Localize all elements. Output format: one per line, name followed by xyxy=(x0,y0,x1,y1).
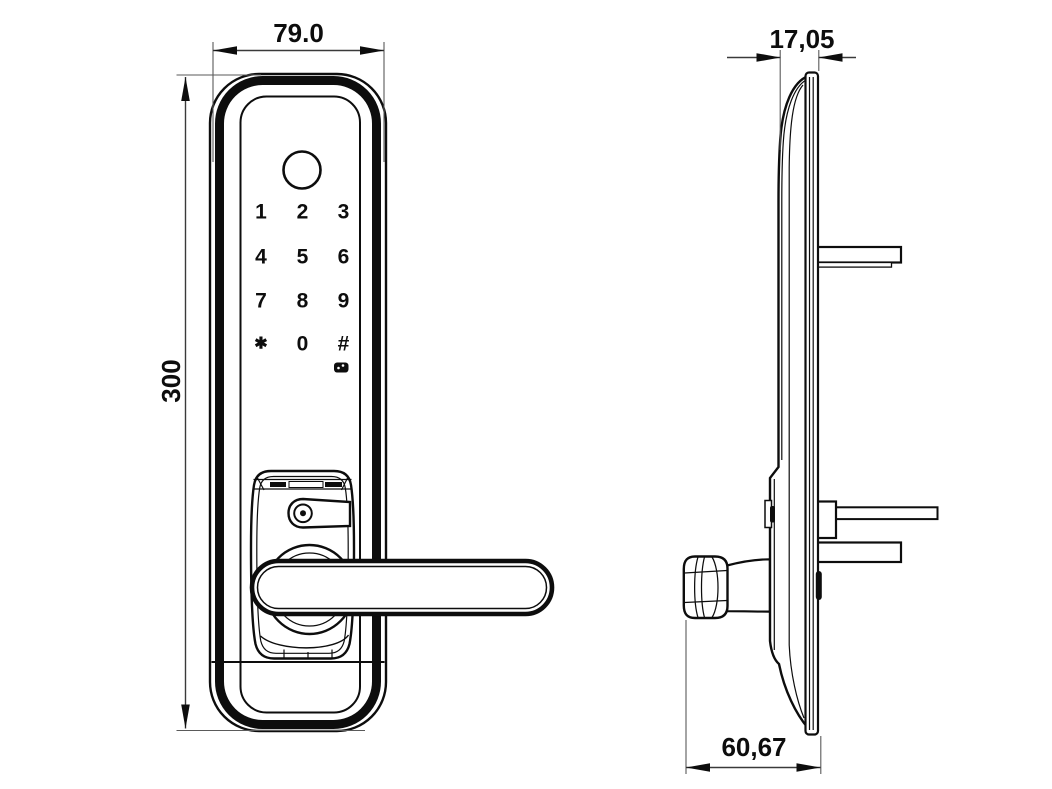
keypad-key-6: 6 xyxy=(338,246,350,269)
keypad-key-2: 2 xyxy=(297,201,309,224)
height-dimension-label: 300 xyxy=(156,359,186,402)
keypad-key-star: ✱ xyxy=(254,336,267,353)
front-view: 1 2 3 4 5 6 7 8 9 ✱ 0 # xyxy=(208,72,555,733)
keypad-key-3: 3 xyxy=(338,201,350,224)
dimension-thickness: 17,05 xyxy=(727,24,856,150)
side-shell-back-line xyxy=(788,84,805,719)
keypad: 1 2 3 4 5 6 7 8 9 ✱ 0 # xyxy=(254,201,350,373)
side-view xyxy=(682,71,939,736)
thickness-dimension-label: 17,05 xyxy=(769,24,834,54)
mounting-plate xyxy=(804,71,820,736)
doorbell-icon xyxy=(334,362,349,373)
keypad-key-1: 1 xyxy=(255,201,267,224)
escutcheon-top-bar xyxy=(253,477,352,491)
keypad-key-0: 0 xyxy=(297,333,309,356)
keypad-key-4: 4 xyxy=(255,246,267,269)
escutcheon-bottom-seam xyxy=(260,634,350,649)
side-front-inner-curve xyxy=(781,79,807,460)
keypad-key-9: 9 xyxy=(338,290,350,313)
keyhole-cover xyxy=(287,497,352,529)
width-dimension-label: 79.0 xyxy=(273,18,324,48)
door-handle-lever xyxy=(249,558,555,617)
handle-neck-side xyxy=(725,558,771,613)
escutcheon-bottom-ticks xyxy=(283,649,333,659)
deadbolt-latch-upper xyxy=(814,245,903,264)
fingerprint-sensor-icon xyxy=(282,150,322,190)
dimension-height: 300 xyxy=(156,74,365,732)
handle-lever-inner-line xyxy=(256,565,548,610)
handle-knob-side xyxy=(682,555,729,620)
keypad-key-5: 5 xyxy=(297,246,309,269)
spindle-rod xyxy=(833,506,939,521)
spindle-hub-block xyxy=(815,500,838,540)
depth-dimension-label: 60,67 xyxy=(721,732,786,762)
keypad-key-7: 7 xyxy=(255,290,267,313)
front-body-bezel xyxy=(215,76,381,729)
keyhole-cover-side xyxy=(764,499,775,529)
keypad-key-hash: # xyxy=(338,333,350,356)
keypad-key-8: 8 xyxy=(297,290,309,313)
deadbolt-latch-upper-lip xyxy=(815,261,893,268)
dimension-depth: 60,67 xyxy=(685,620,822,774)
dimension-width: 79.0 xyxy=(212,18,385,162)
latch-lower xyxy=(814,541,903,564)
handle-knob-contours xyxy=(684,556,728,618)
bolt-face-slot xyxy=(815,571,822,600)
